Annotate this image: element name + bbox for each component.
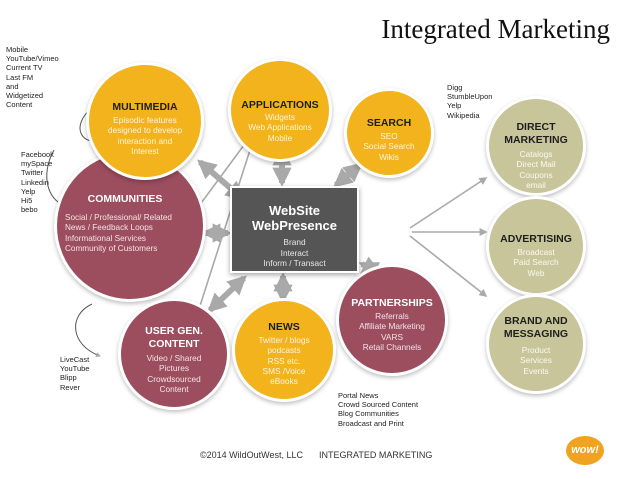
arrow-user-gen <box>207 275 247 313</box>
footer: ©2014 WildOutWest, LLC INTEGRATED MARKETI… <box>200 450 448 460</box>
curve-video <box>75 303 101 357</box>
arrow-app-communities <box>195 144 245 212</box>
wow-logo-icon: wow! <box>566 436 604 465</box>
arrow-search <box>333 162 363 188</box>
arrow-to-brand <box>409 235 488 297</box>
page-title: Integrated Marketing <box>381 14 610 44</box>
footer-label: INTEGRATED MARKETING <box>319 450 433 460</box>
copyright-text: ©2014 WildOutWest, LLC <box>200 450 304 460</box>
arrow-to-direct <box>409 177 488 229</box>
communities-node: COMMUNITIES Social / Professional/ Relat… <box>54 150 206 302</box>
arrow-app-usergen <box>196 149 251 314</box>
